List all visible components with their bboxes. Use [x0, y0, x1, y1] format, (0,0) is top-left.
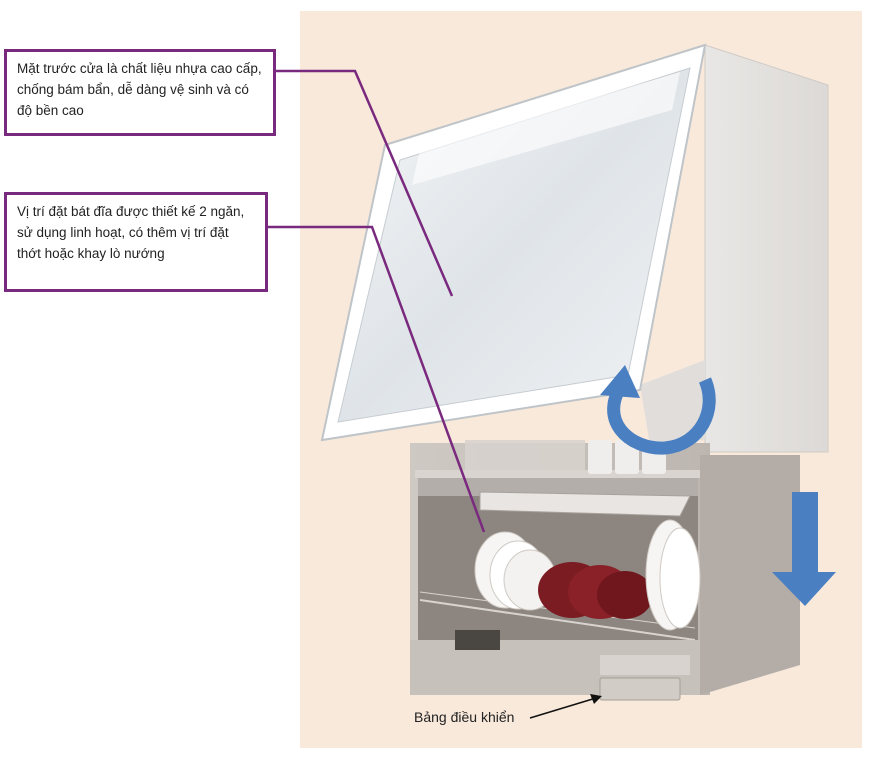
door-callout-leader-line [276, 69, 454, 297]
down-arrow-icon [772, 492, 836, 606]
cabinet-side-panel [704, 44, 829, 453]
door-material-callout: Mặt trước cửa là chất liệu nhựa cao cấp,… [4, 49, 276, 136]
rack-callout-leader-line [268, 225, 486, 533]
curved-arrow-icon [607, 376, 716, 455]
control-panel-device [599, 677, 681, 701]
door-hinge [640, 360, 705, 445]
glass-door [320, 43, 707, 442]
arrow-head-icon [590, 694, 602, 704]
dish-rack-callout: Vị trí đặt bát đĩa được thiết kế 2 ngăn,… [4, 192, 268, 292]
dish-rack-unit [410, 440, 800, 701]
control-panel-pointer-line [529, 697, 597, 719]
control-panel-label: Bảng điều khiển [414, 709, 515, 725]
curved-arrow-head-icon [600, 365, 640, 398]
